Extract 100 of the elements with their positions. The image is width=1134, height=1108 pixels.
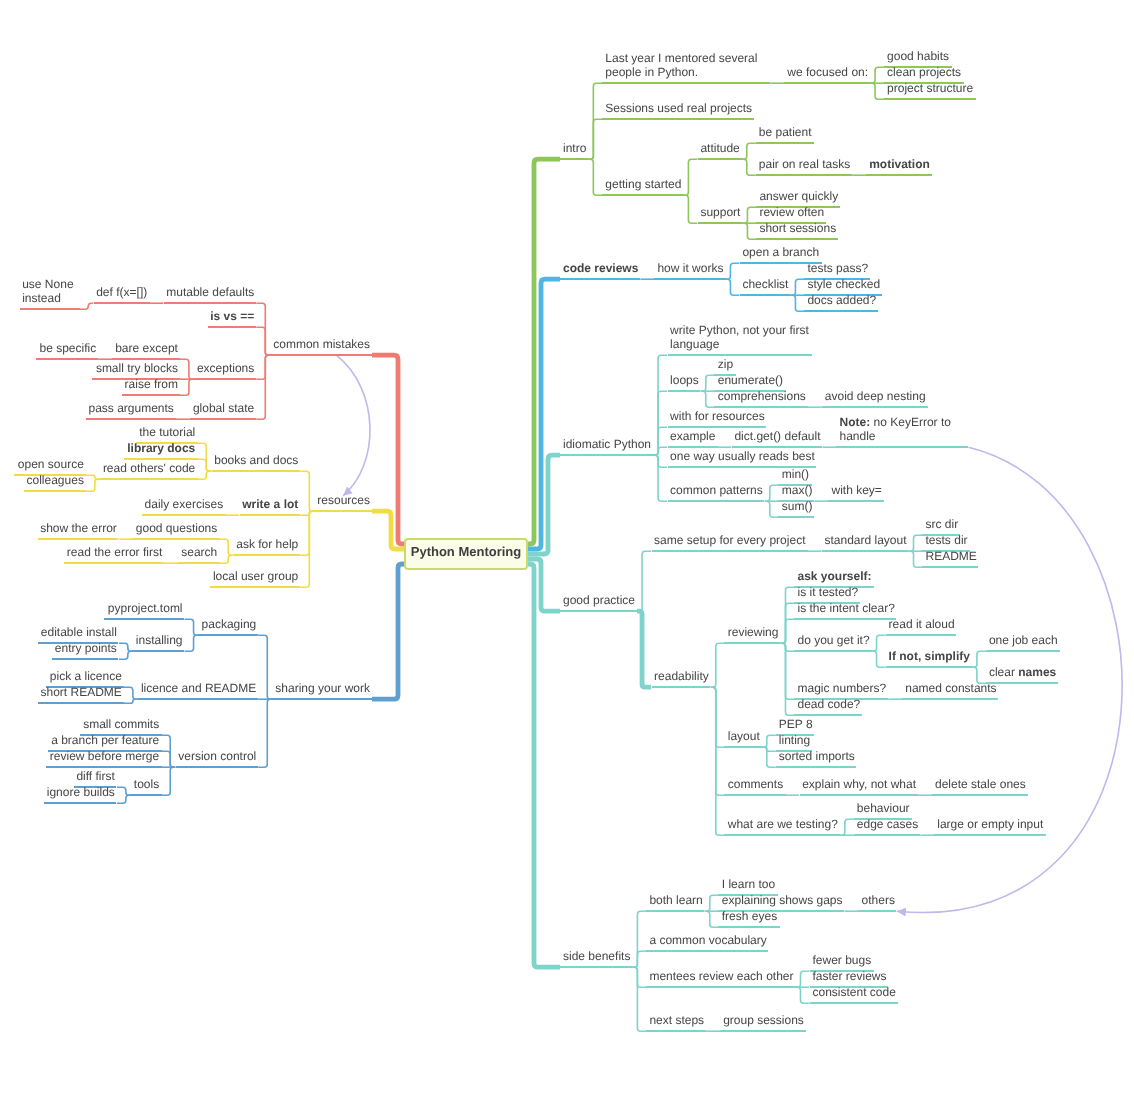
branch-line [851,174,867,176]
branch-line [761,746,777,752]
branch-line [699,374,716,392]
branch-line [299,470,316,512]
branch-line [870,634,887,652]
branch-line [587,118,604,160]
branch-line [839,834,855,836]
branch-line [741,222,758,240]
branch-line [761,734,777,748]
branch-line [527,156,560,547]
branch-line [196,470,213,480]
branch-line [118,538,134,540]
branch-line [741,206,758,224]
branch-line [919,834,936,836]
branch-line [682,158,699,196]
branch-line [78,302,94,310]
branch-line [741,222,758,224]
branch-line [764,484,780,502]
branch-line [224,514,241,516]
branch-line [907,534,924,552]
branch-line [704,894,720,912]
branch-line [372,561,405,702]
branch-line [255,326,272,356]
branch-line [794,986,811,1004]
branch-line [372,352,405,547]
branch-line [794,986,811,988]
branch-line [179,378,195,396]
branch-line [123,698,139,704]
branch-line [123,686,139,700]
branch-line [97,358,113,360]
branch-line [887,698,903,700]
branch-line [183,634,200,652]
branch-line [769,82,786,84]
branch-line [821,446,838,448]
branch-line [741,142,757,160]
relationship-arrow [335,354,371,497]
branch-line [779,618,796,644]
branch-line [528,452,560,557]
branch-line [257,698,274,700]
branch-line [652,446,668,456]
branch-line [843,910,860,912]
branch-line [704,910,720,912]
branch-line [789,294,806,312]
branch-line [179,358,195,380]
branch-line [179,378,195,380]
branch-line [160,766,176,796]
branch-line [148,302,164,304]
branch-line [118,650,134,660]
branch-line [587,158,604,196]
branch-line [682,194,699,224]
branch-line [813,500,830,502]
branch-line [704,910,720,928]
branch-line [807,406,823,408]
branch-line [299,510,316,588]
branch-line [639,278,656,280]
branch-line [160,766,176,768]
branch-line [724,278,741,296]
branch-line [784,794,800,796]
branch-line [761,746,777,768]
branch-line [716,446,733,448]
branch-line [116,794,132,804]
branch-line [789,278,806,296]
branch-line [705,1030,721,1032]
branch-line [741,158,757,176]
branch-line [527,561,560,970]
branch-line [631,950,648,968]
branch-line [870,650,887,668]
branch-line [907,550,924,568]
branch-line [299,510,316,516]
branch-line [85,474,101,480]
branch-line [372,508,404,552]
branch-line [160,750,176,768]
branch-line [118,642,134,652]
branch-line [869,82,885,100]
branch-line [839,818,855,836]
branch-line [710,686,726,836]
branch-line [764,500,780,518]
branch-line [869,82,885,84]
branch-line [971,650,987,668]
branch-line [116,786,132,796]
branch-line [636,608,652,690]
branch-line [528,556,560,614]
branch-line [806,550,823,552]
branch-line [699,390,716,408]
branch-line [789,294,806,296]
branch-line [196,458,213,472]
branch-line [85,478,101,492]
branch-line [183,618,200,636]
branch-line [218,538,235,556]
branch-line [175,418,191,420]
branch-line [528,276,560,552]
branch-line [255,354,272,420]
branch-line [163,562,179,564]
branch-line [764,500,780,502]
branch-line [779,642,796,716]
branch-line [724,262,741,280]
branch-line [917,794,933,796]
branch-line [907,550,924,552]
branch-line [218,554,235,564]
relationship-arrow [896,446,1122,916]
